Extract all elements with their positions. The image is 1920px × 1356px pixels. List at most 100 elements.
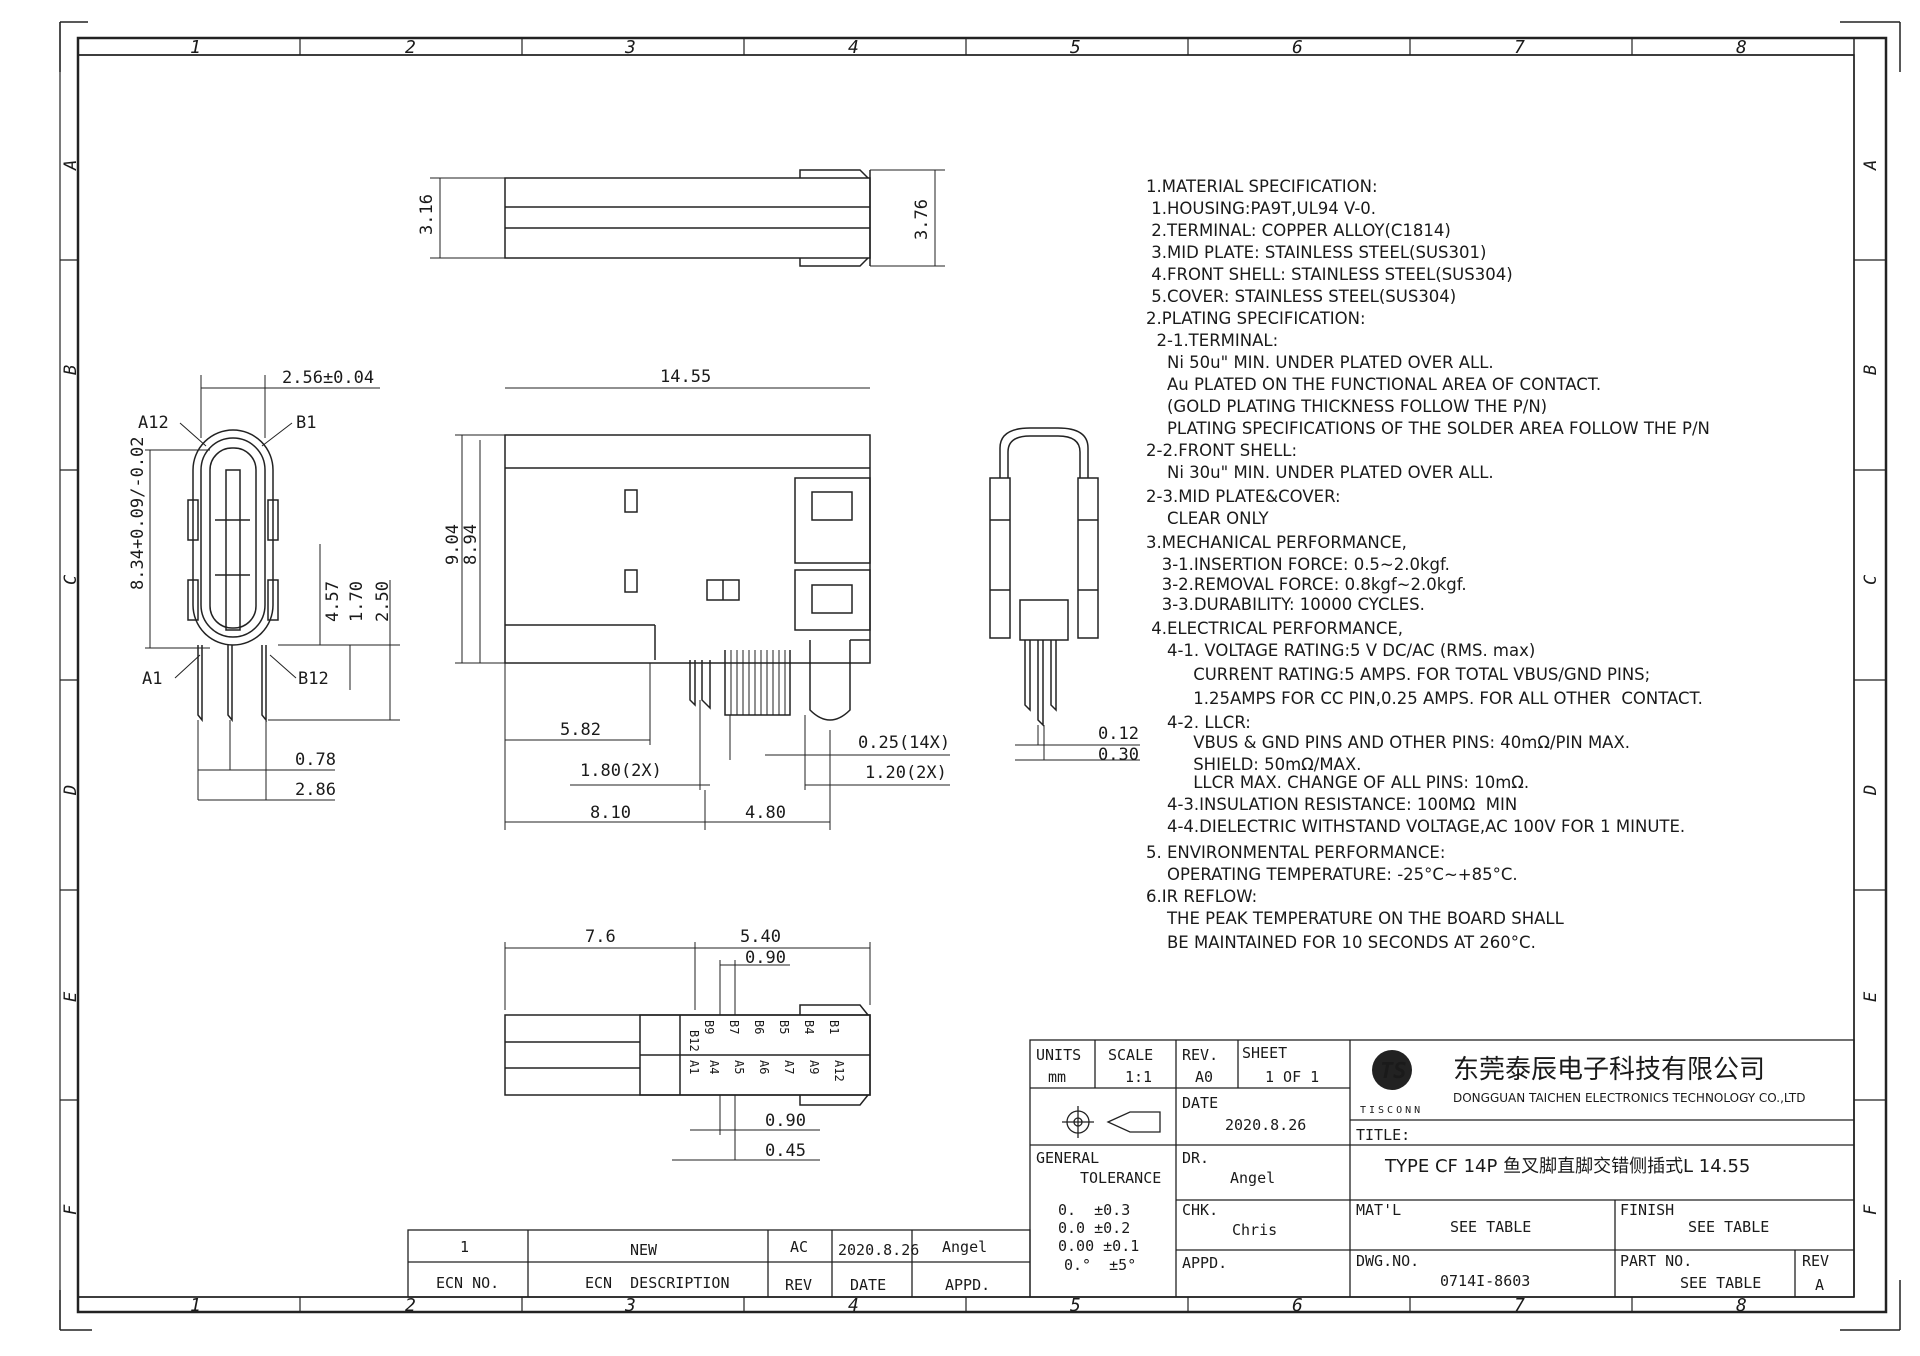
grid-row-b-right: B (1861, 365, 1881, 375)
grid-col-8: 8 (1736, 37, 1747, 58)
tb-title-label: TITLE: (1356, 1126, 1410, 1144)
tb-tol-4: 0.° ±5° (1064, 1256, 1136, 1274)
tb-dr-label: DR. (1182, 1149, 1209, 1167)
note-line-24: 1.25AMPS FOR CC PIN,0.25 AMPS. FOR ALL O… (1146, 689, 1703, 708)
dim-0-25: 0.25(14X) (858, 733, 950, 753)
tb-tol-2: 0.0 ±0.2 (1058, 1219, 1130, 1237)
note-line-9: Ni 50u" MIN. UNDER PLATED OVER ALL. (1146, 353, 1494, 372)
tb-dwg-value: 0714I-8603 (1440, 1272, 1530, 1290)
note-line-27: SHIELD: 50mΩ/MAX. (1146, 755, 1361, 774)
dim-14-55: 14.55 (660, 367, 711, 387)
note-line-33: 6.IR REFLOW: (1146, 887, 1257, 906)
notes-block: 1.MATERIAL SPECIFICATION: 1.HOUSING:PA9T… (1146, 177, 1710, 952)
tb-finish-value: SEE TABLE (1688, 1218, 1769, 1236)
pin-a5: A5 (732, 1060, 746, 1074)
company-logo: TS TISCONN (1360, 1050, 1420, 1116)
tb-dr-value: Angel (1230, 1169, 1275, 1187)
tb-part-value: SEE TABLE (1680, 1274, 1761, 1292)
side-view (455, 387, 950, 830)
pin-b5: B5 (777, 1020, 791, 1034)
note-line-28: LLCR MAX. CHANGE OF ALL PINS: 10mΩ. (1146, 773, 1529, 792)
pin-a7: A7 (782, 1060, 796, 1074)
grid-row-d: D (61, 785, 81, 796)
pin-b12: B12 (687, 1030, 701, 1052)
note-line-19: 3-2.REMOVAL FORCE: 0.8kgf~2.0kgf. (1146, 575, 1467, 594)
dim-4-57: 4.57 (323, 581, 343, 622)
note-line-6: 5.COVER: STAINLESS STEEL(SUS304) (1146, 287, 1456, 306)
note-line-10: Au PLATED ON THE FUNCTIONAL AREA OF CONT… (1146, 375, 1601, 394)
ecn-date: 2020.8.26 (838, 1241, 919, 1259)
note-line-1: 1.MATERIAL SPECIFICATION: (1146, 177, 1378, 196)
grid-row-c-right: C (1861, 574, 1881, 585)
note-line-2: 1.HOUSING:PA9T,UL94 V-0. (1146, 199, 1376, 218)
pin-a4: A4 (707, 1060, 721, 1074)
tb-title-value: TYPE CF 14P 鱼叉脚直脚交错侧插式L 14.55 (1384, 1156, 1750, 1177)
note-line-12: PLATING SPECIFICATIONS OF THE SOLDER ARE… (1146, 419, 1710, 438)
dim-0-78: 0.78 (295, 750, 336, 770)
pin-labels-top-row: B12 (687, 1030, 701, 1052)
note-line-13: 2-2.FRONT SHELL: (1146, 441, 1297, 460)
note-line-31: 5. ENVIRONMENTAL PERFORMANCE: (1146, 843, 1445, 862)
tb-tol-3: 0.00 ±0.1 (1058, 1237, 1139, 1255)
note-line-15: 2-3.MID PLATE&COVER: (1146, 487, 1341, 506)
note-line-35: BE MAINTAINED FOR 10 SECONDS AT 260°C. (1146, 933, 1536, 952)
dim-1-70: 1.70 (347, 581, 367, 622)
ecn-no: 1 (460, 1238, 469, 1256)
tb-tol-1: 0. ±0.3 (1058, 1201, 1130, 1219)
end-view (989, 427, 1140, 761)
tb-matl-value: SEE TABLE (1450, 1218, 1531, 1236)
tb-company-cn: 东莞泰辰电子科技有限公司 (1453, 1055, 1765, 1085)
grid-col-4: 4 (848, 37, 859, 58)
dim-2-86: 2.86 (295, 780, 336, 800)
tb-rev-value: A0 (1195, 1068, 1213, 1086)
dim-5-82: 5.82 (560, 720, 601, 740)
note-line-25: 4-2. LLCR: (1146, 713, 1251, 732)
dim-0-30: 0.30 (1098, 745, 1139, 765)
note-line-5: 4.FRONT SHELL: STAINLESS STEEL(SUS304) (1146, 265, 1513, 284)
note-line-3: 2.TERMINAL: COPPER ALLOY(C1814) (1146, 221, 1451, 240)
tb-scale-value: 1:1 (1125, 1068, 1152, 1086)
dim-9-04: 9.04 (443, 524, 463, 565)
tb-dwg-label: DWG.NO. (1356, 1252, 1419, 1270)
tb-scale-label: SCALE (1108, 1046, 1153, 1064)
tb-rev2-value: A (1815, 1276, 1824, 1294)
ecn-desc: NEW (630, 1241, 658, 1259)
ecn-header-desc: ECN DESCRIPTION (585, 1274, 730, 1292)
grid-row-a: A (61, 160, 81, 171)
pin-b1: B1 (827, 1020, 841, 1034)
pin-a9: A9 (807, 1060, 821, 1074)
dim-0-12: 0.12 (1098, 724, 1139, 744)
pin-b4: B4 (802, 1020, 816, 1034)
grid-col-2: 2 (405, 37, 416, 58)
grid-labels: 1 2 3 4 5 6 7 8 1 2 3 4 5 6 7 8 A B C D … (61, 37, 1881, 1316)
tb-chk-label: CHK. (1182, 1201, 1218, 1219)
note-line-32: OPERATING TEMPERATURE: -25°C~+85°C. (1146, 865, 1518, 884)
ecn-rev: AC (790, 1238, 808, 1256)
note-line-11: (GOLD PLATING THICKNESS FOLLOW THE P/N) (1146, 397, 1547, 416)
tb-rev-label: REV. (1182, 1046, 1218, 1064)
note-line-8: 2-1.TERMINAL: (1146, 331, 1278, 350)
tb-tol-label-2: TOLERANCE (1080, 1169, 1161, 1187)
pin-label-b12: B12 (298, 669, 329, 689)
front-view (145, 375, 400, 801)
tb-sheet-value: 1 OF 1 (1265, 1068, 1319, 1086)
dim-2-50: 2.50 (373, 581, 393, 622)
grid-col-5: 5 (1070, 37, 1081, 58)
grid-row-d-right: D (1861, 785, 1881, 796)
note-line-14: Ni 30u" MIN. UNDER PLATED OVER ALL. (1146, 463, 1494, 482)
dim-5-40: 5.40 (740, 927, 781, 947)
tb-chk-value: Chris (1232, 1221, 1277, 1239)
tb-rev2-label: REV (1802, 1252, 1829, 1270)
note-line-16: CLEAR ONLY (1146, 509, 1269, 528)
dim-4-80: 4.80 (745, 803, 786, 823)
dim-3-16: 3.16 (417, 194, 437, 235)
tb-tol-label-1: GENERAL (1036, 1149, 1099, 1167)
dim-1-80: 1.80(2X) (580, 761, 662, 781)
note-line-18: 3-1.INSERTION FORCE: 0.5~2.0kgf. (1146, 555, 1450, 574)
note-line-23: CURRENT RATING:5 AMPS. FOR TOTAL VBUS/GN… (1146, 665, 1650, 684)
grid-row-e: E (61, 991, 81, 1002)
grid-col-3-bottom: 3 (624, 1295, 636, 1316)
pin-a12: A12 (832, 1060, 846, 1082)
tb-company-en: DONGGUAN TAICHEN ELECTRONICS TECHNOLOGY … (1453, 1091, 1806, 1105)
